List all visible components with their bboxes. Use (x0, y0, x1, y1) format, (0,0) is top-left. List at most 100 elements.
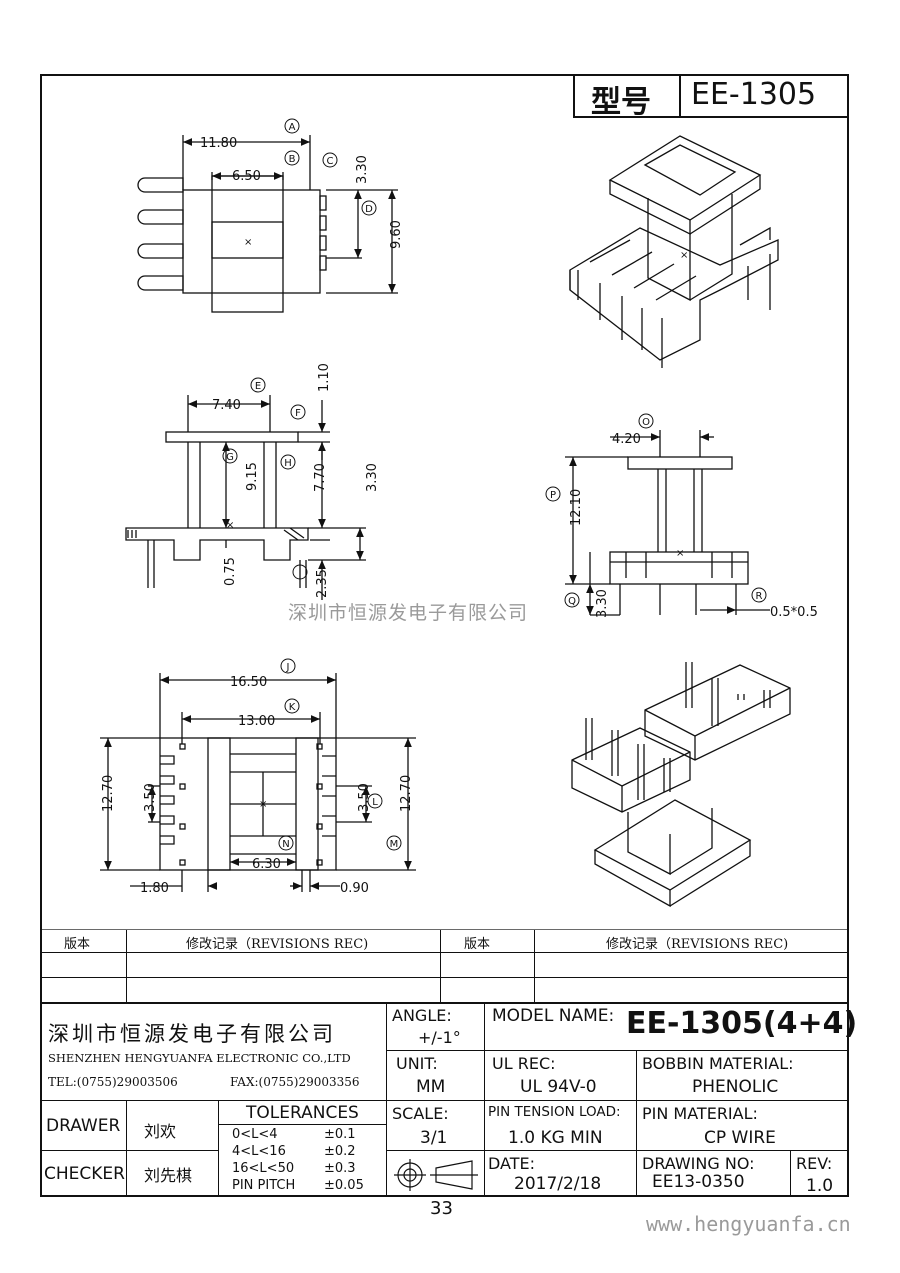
center-mark-3: × (226, 520, 234, 531)
pin-material-value: CP WIRE (704, 1128, 776, 1148)
tolerance-range: 4<L<16 (232, 1144, 286, 1159)
company-name-cn: 深圳市恒源发电子有限公司 (48, 1022, 336, 1046)
label-q: Q (568, 596, 576, 607)
tolerance-row: 16<L<50 ±0.3 (232, 1161, 382, 1177)
dim-3-30a: 3.30 (355, 155, 370, 184)
model-box-value: EE-1305 (691, 77, 817, 112)
date-value: 2017/2/18 (514, 1174, 602, 1194)
dim-9-15: 9.15 (245, 462, 260, 491)
dim-05x05: 0.5*0.5 (770, 605, 818, 620)
tolerance-value: ±0.1 (324, 1127, 356, 1142)
dim-12-70a: 12.70 (101, 775, 116, 812)
dim-11-80: 11.80 (200, 136, 237, 151)
dim-7-70: 7.70 (313, 463, 328, 492)
angle-value: +/-1° (418, 1028, 461, 1047)
dim-6-30: 6.30 (252, 857, 281, 872)
company-name-en: SHENZHEN HENGYUANFA ELECTRONIC CO.,LTD (48, 1051, 351, 1065)
rev-header-version-1: 版本 (64, 937, 91, 952)
label-h: H (284, 458, 292, 469)
rev-label: REV: (796, 1154, 833, 1173)
dim-9-60: 9.60 (389, 220, 404, 249)
tolerance-range: PIN PITCH (232, 1178, 296, 1193)
label-l: L (372, 797, 378, 808)
technical-drawing: 11.80 6.50 3.30 9.60 7.40 1.10 9.15 7.70… (40, 118, 849, 930)
tolerance-row: PIN PITCH ±0.05 (232, 1178, 382, 1194)
center-mark-4: × (676, 548, 684, 559)
label-a: A (289, 122, 296, 133)
drawer-label: DRAWER (46, 1116, 121, 1136)
scale-label: SCALE: (392, 1104, 449, 1123)
rev-header-record-1: 修改记录（REVISIONS REC) (186, 937, 369, 952)
center-mark-5: × (259, 799, 267, 810)
center-mark-2: × (680, 250, 688, 261)
dim-3-50b: 3.50 (357, 783, 372, 812)
dim-6-50: 6.50 (232, 169, 261, 184)
bottom-view (100, 673, 416, 892)
label-o: O (642, 417, 650, 428)
company-tel: TEL:(0755)29003506 (48, 1075, 178, 1089)
checker-label: CHECKER (44, 1164, 125, 1184)
dim-12-10: 12.10 (569, 489, 584, 526)
label-f: F (295, 408, 301, 419)
rev-header-version-2: 版本 (464, 937, 491, 952)
tolerances-title: TOLERANCES (246, 1103, 359, 1123)
drawing-no-value: EE13-0350 (652, 1172, 745, 1192)
dim-4-20: 4.20 (612, 432, 641, 447)
dim-13-00: 13.00 (238, 714, 275, 729)
page-number: 33 (430, 1198, 453, 1219)
rev-value: 1.0 (806, 1176, 834, 1196)
label-j: J (286, 662, 290, 673)
pin-tension-label: PIN TENSION LOAD: (488, 1104, 621, 1120)
drawer-value: 刘欢 (144, 1122, 177, 1141)
dim-0-90: 0.90 (340, 881, 369, 896)
company-fax: FAX:(0755)29003356 (230, 1075, 360, 1089)
tolerance-value: ±0.05 (324, 1178, 364, 1193)
bobbin-material-label: BOBBIN MATERIAL: (642, 1054, 794, 1073)
drawing-frame (40, 74, 849, 1197)
unit-value: MM (416, 1077, 446, 1097)
tolerance-row: 4<L<16 ±0.2 (232, 1144, 382, 1160)
dim-3-30b: 3.30 (365, 463, 380, 492)
revision-table-grid: 版本 修改记录（REVISIONS REC) 版本 修改记录（REVISIONS… (40, 930, 849, 1002)
model-box-label: 型号 (591, 85, 651, 120)
label-m: M (390, 839, 399, 850)
dim-3-30c: 3.30 (595, 589, 610, 618)
label-d: D (365, 204, 373, 215)
projection-symbol-icon (394, 1159, 478, 1191)
tolerance-value: ±0.2 (324, 1144, 356, 1159)
label-g: G (226, 452, 234, 463)
pin-material-label: PIN MATERIAL: (642, 1104, 758, 1123)
tolerance-row: 0<L<4 ±0.1 (232, 1127, 382, 1143)
dim-16-50: 16.50 (230, 675, 267, 690)
title-block: 深圳市恒源发电子有限公司 SHENZHEN HENGYUANFA ELECTRO… (40, 1002, 857, 1197)
front-view (125, 395, 366, 600)
dim-7-40: 7.40 (212, 398, 241, 413)
dim-2-35: 2.35 (315, 569, 330, 598)
ul-rec-label: UL REC: (492, 1054, 556, 1073)
ul-rec-value: UL 94V-0 (520, 1077, 597, 1097)
watermark: 深圳市恒源发电子有限公司 (288, 602, 529, 624)
model-name-label: MODEL NAME: (492, 1006, 615, 1026)
drawing-no-label: DRAWING NO: (642, 1154, 755, 1173)
model-box-divider (679, 74, 681, 116)
label-p: P (550, 490, 556, 501)
dim-12-70b: 12.70 (399, 775, 414, 812)
tolerance-range: 0<L<4 (232, 1127, 278, 1142)
checker-value: 刘先棋 (144, 1166, 193, 1185)
website: www.hengyuanfa.cn (646, 1212, 851, 1236)
label-b: B (289, 154, 296, 165)
label-r: R (756, 591, 763, 602)
bobbin-material-value: PHENOLIC (692, 1077, 779, 1097)
dim-1-80: 1.80 (140, 881, 169, 896)
tolerance-range: 16<L<50 (232, 1161, 295, 1176)
tolerance-value: ±0.3 (324, 1161, 356, 1176)
label-c: C (327, 156, 334, 167)
side-view (565, 430, 770, 616)
top-view (137, 135, 398, 313)
center-mark-1: × (244, 237, 252, 248)
scale-value: 3/1 (420, 1128, 448, 1148)
pin-tension-value: 1.0 KG MIN (508, 1128, 603, 1148)
rev-header-record-2: 修改记录（REVISIONS REC) (606, 937, 789, 952)
model-box: 型号 EE-1305 (573, 74, 849, 120)
label-k: K (289, 702, 296, 713)
